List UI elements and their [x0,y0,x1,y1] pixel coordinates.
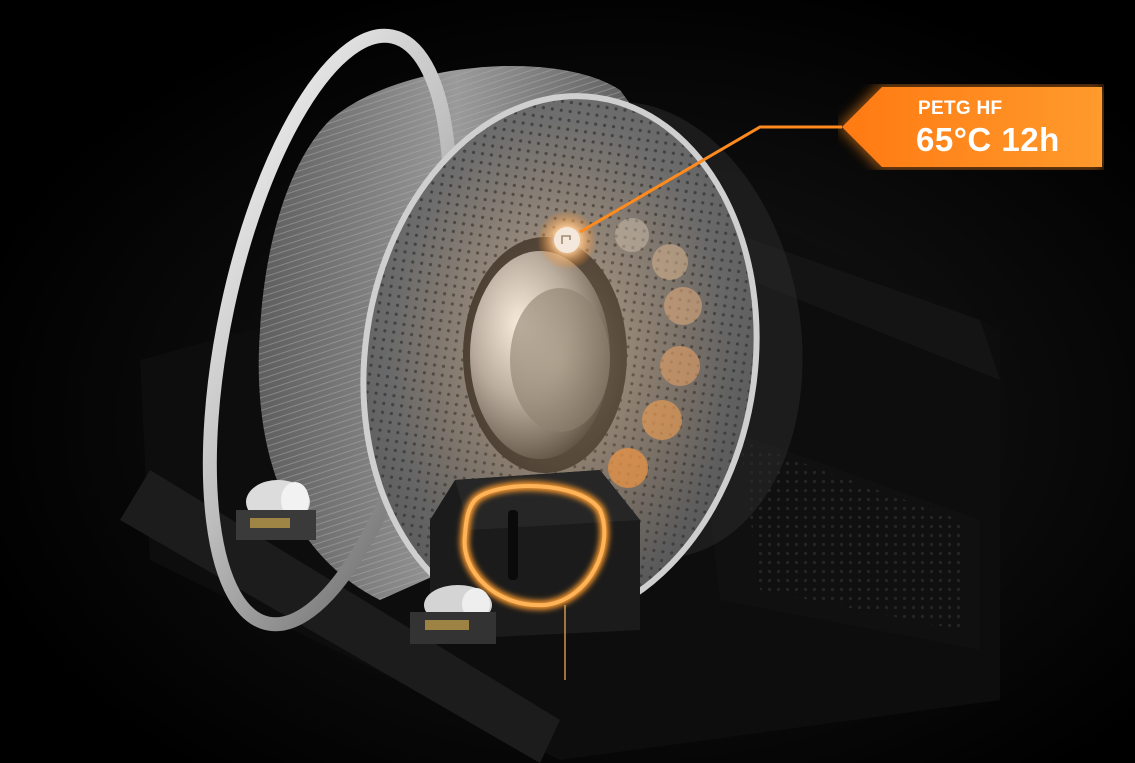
spool-roller-icon [410,585,496,644]
material-label: PETG HF [918,98,1003,119]
callout-tag [838,84,1104,170]
drying-parameters: 65°C 12h [916,121,1060,158]
spool-roller-icon [236,480,316,540]
indicator-light-icon [537,210,597,270]
callout-leader-line [579,125,842,234]
material-callout: PETG HF 65°C 12h [838,84,1104,170]
